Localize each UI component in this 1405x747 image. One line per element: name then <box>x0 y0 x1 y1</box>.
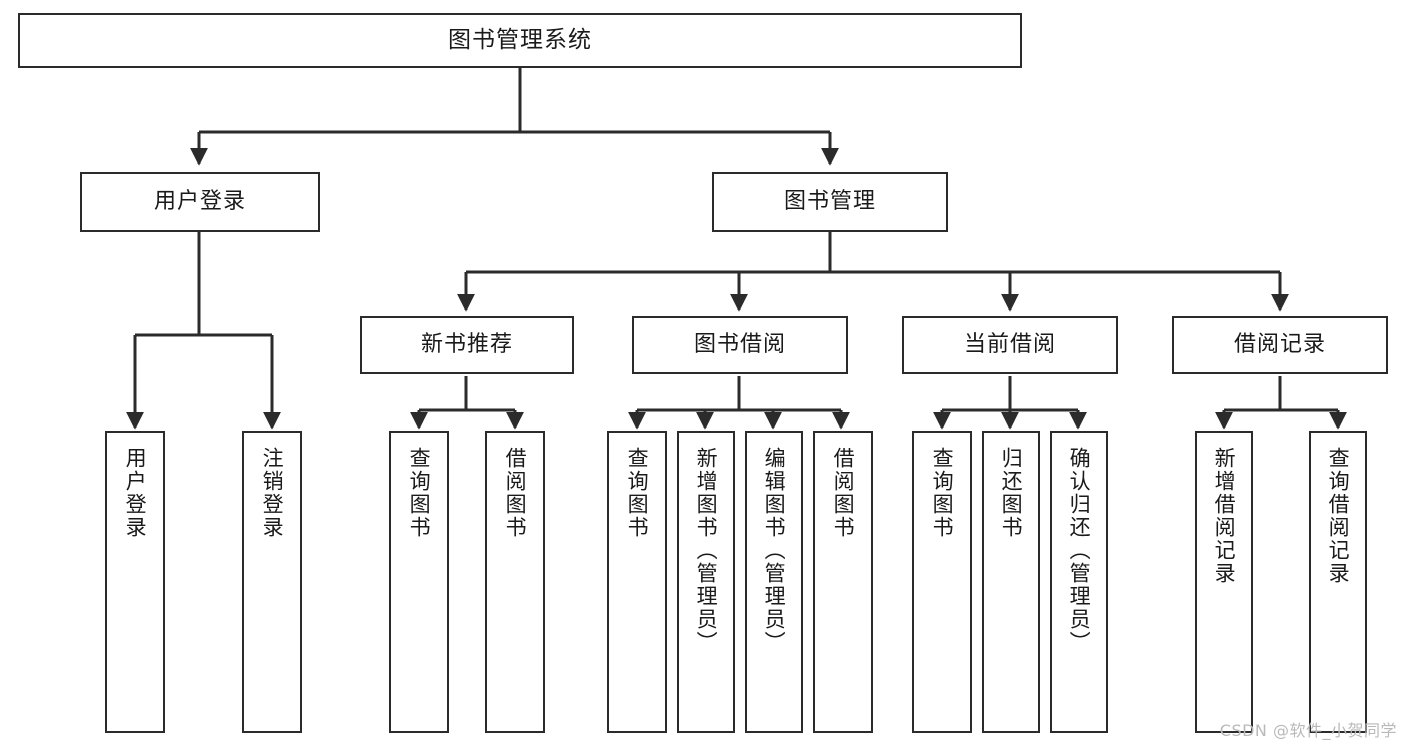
node-leaf-borrow-book-1-label: 借阅图书 <box>503 447 528 539</box>
node-leaf-borrow-book-1[interactable]: 借阅图书 <box>485 431 545 733</box>
node-root-label: 图书管理系统 <box>448 26 592 53</box>
node-leaf-confirm-return-label: 确认归还（管理员） <box>1067 447 1092 654</box>
node-borrow-record-label: 借阅记录 <box>1233 332 1326 358</box>
node-root[interactable]: 图书管理系统 <box>18 13 1022 68</box>
node-borrow-record[interactable]: 借阅记录 <box>1172 316 1388 374</box>
node-leaf-query-record-label: 查询借阅记录 <box>1326 447 1351 585</box>
node-new-book-rec-label: 新书推荐 <box>420 332 513 358</box>
node-leaf-return-book[interactable]: 归还图书 <box>982 431 1040 733</box>
node-leaf-return-book-label: 归还图书 <box>999 447 1024 539</box>
node-new-book-rec[interactable]: 新书推荐 <box>360 316 574 374</box>
node-leaf-query-book-3[interactable]: 查询图书 <box>912 431 972 733</box>
node-leaf-query-record[interactable]: 查询借阅记录 <box>1309 431 1367 733</box>
node-user-login[interactable]: 用户登录 <box>80 172 320 232</box>
node-leaf-borrow-book-2-label: 借阅图书 <box>831 447 856 539</box>
node-current-borrow-label: 当前借阅 <box>963 332 1056 358</box>
node-user-login-label: 用户登录 <box>153 189 246 215</box>
node-book-manage-label: 图书管理 <box>783 189 876 215</box>
node-leaf-query-book-2-label: 查询图书 <box>625 447 650 539</box>
node-leaf-query-book-3-label: 查询图书 <box>930 447 955 539</box>
node-leaf-query-book-1[interactable]: 查询图书 <box>389 431 449 733</box>
node-leaf-logout[interactable]: 注销登录 <box>242 431 302 733</box>
node-current-borrow[interactable]: 当前借阅 <box>902 316 1118 374</box>
node-book-borrow-label: 图书借阅 <box>693 332 786 358</box>
node-leaf-edit-book-label: 编辑图书（管理员） <box>762 447 787 654</box>
node-leaf-add-record[interactable]: 新增借阅记录 <box>1195 431 1253 733</box>
node-leaf-query-book-2[interactable]: 查询图书 <box>607 431 667 733</box>
node-leaf-user-login[interactable]: 用户登录 <box>105 431 165 733</box>
node-leaf-confirm-return[interactable]: 确认归还（管理员） <box>1050 431 1108 733</box>
node-leaf-query-book-1-label: 查询图书 <box>407 447 432 539</box>
node-leaf-add-book[interactable]: 新增图书（管理员） <box>677 431 735 733</box>
node-leaf-logout-label: 注销登录 <box>260 447 285 539</box>
node-book-manage[interactable]: 图书管理 <box>712 172 948 232</box>
node-book-borrow[interactable]: 图书借阅 <box>632 316 848 374</box>
watermark-text: CSDN @软件_小贺同学 <box>1219 721 1397 740</box>
node-leaf-add-book-label: 新增图书（管理员） <box>694 447 719 654</box>
node-leaf-edit-book[interactable]: 编辑图书（管理员） <box>745 431 803 733</box>
node-leaf-user-login-label: 用户登录 <box>123 447 148 539</box>
node-leaf-add-record-label: 新增借阅记录 <box>1212 447 1237 585</box>
node-leaf-borrow-book-2[interactable]: 借阅图书 <box>813 431 873 733</box>
